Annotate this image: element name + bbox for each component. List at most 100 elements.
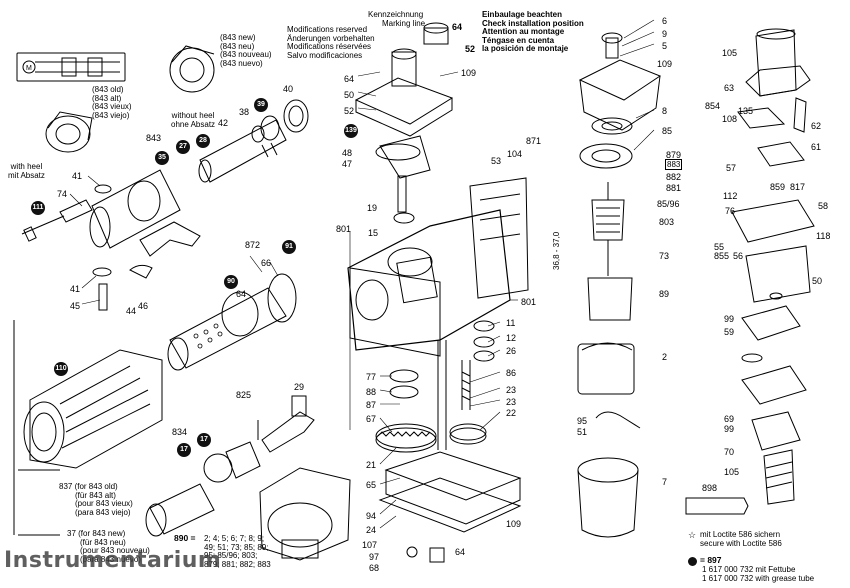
part-number: 8	[662, 106, 668, 116]
part-number-boxed: 883	[665, 159, 683, 170]
part-number: 56	[733, 251, 744, 261]
part-number: 46	[138, 301, 149, 311]
part-number: 855	[714, 251, 730, 261]
part-number: 53	[491, 156, 502, 166]
note-line: 37 (for 843 new)	[67, 529, 126, 538]
note-line: (843 old)	[92, 85, 124, 94]
note-line: (843 viejo)	[92, 110, 130, 120]
part-number: 105	[724, 467, 740, 477]
note-line: (für 843 neu)	[80, 537, 126, 547]
part-number: 109	[657, 59, 673, 69]
grease-part-number: = 897	[700, 555, 722, 565]
part-number: 38	[239, 107, 250, 117]
note-line: Marking line	[382, 18, 426, 28]
note-line: Modifications réservées	[287, 42, 372, 52]
part-number: 15	[368, 228, 379, 238]
part-number: 85/96	[657, 199, 680, 209]
part-number: 9	[662, 29, 668, 39]
part-837-note: 837 (for 843 old) (für 843 alt) (pour 84…	[59, 482, 133, 517]
part-number: 89	[659, 289, 670, 299]
note-line: Einbaulage beachten	[482, 10, 563, 19]
part-number: 871	[526, 136, 542, 146]
note-line: (843 nuevo)	[220, 58, 263, 68]
part-number: 45	[70, 301, 81, 311]
part-number: 44	[126, 306, 137, 316]
ring-new-note: (843 new) (843 neu) (843 nouveau) (843 n…	[220, 33, 272, 68]
part-number: 825	[236, 390, 252, 400]
part-number: 57	[726, 163, 737, 173]
part-number: 112	[723, 191, 738, 201]
part-number: 5	[662, 41, 668, 51]
part-number: 881	[666, 183, 682, 193]
note-line: (843 vieux)	[92, 102, 132, 112]
part-number: 87	[366, 400, 377, 410]
part-number: 872	[245, 240, 261, 250]
note-line: without heel	[171, 111, 215, 120]
part-number: 50	[344, 90, 355, 100]
part-badge: 39	[254, 98, 268, 112]
part-890-label: 890 =	[174, 533, 196, 543]
part-number: 40	[283, 84, 294, 94]
part-number: 104	[507, 149, 523, 159]
note-line: mit Loctite 586 sichern	[700, 530, 781, 539]
part-number: 95	[577, 416, 588, 426]
dimension-label: 36,8 - 37,0	[552, 231, 561, 270]
part-number: 76	[725, 206, 736, 216]
part-number: 107	[362, 540, 378, 550]
part-number: 801	[336, 224, 352, 234]
note-line: 879; 881; 882; 883	[204, 559, 271, 569]
part-number: 99	[724, 314, 735, 324]
part-number: 23	[506, 385, 517, 395]
part-number: 42	[218, 118, 229, 128]
grease-note: 1 617 000 732 mit Fettube 1 617 000 732 …	[702, 565, 815, 583]
part-number: 61	[811, 142, 822, 152]
part-number: 23	[506, 397, 517, 407]
part-badge: 139	[344, 124, 358, 138]
part-number: 52	[344, 106, 355, 116]
watermark: Instrumentarium	[4, 548, 222, 573]
part-number: 74	[57, 189, 68, 199]
note-line: 1 617 000 732 with grease tube	[702, 573, 815, 583]
part-badge: 111	[31, 201, 45, 215]
part-number: 41	[70, 284, 81, 294]
part-badge: 35	[155, 151, 169, 165]
part-badge: 17	[197, 433, 211, 447]
part-number: 67	[366, 414, 377, 424]
part-number: 29	[294, 382, 305, 392]
note-line: Kennzeichnung	[368, 10, 424, 19]
note-line: 95; 85/96; 803;	[204, 551, 258, 561]
part-number: 70	[724, 447, 735, 457]
star-icon: ☆	[688, 530, 697, 540]
part-number: 88	[366, 387, 377, 397]
part-890-list: 2; 4; 5; 6; 7; 8; 9; 49; 51; 73; 85; 89;…	[204, 534, 271, 569]
part-37-note: 37 (for 843 new) (für 843 neu) (pour 843…	[67, 529, 150, 564]
part-number: 109	[506, 519, 522, 529]
part-badge: 17	[177, 443, 191, 457]
part-number: 834	[172, 427, 188, 437]
part-number: 64	[236, 289, 247, 299]
part-badge: 110	[54, 362, 68, 376]
part-number: 7	[662, 477, 668, 487]
part-number: 63	[724, 83, 735, 93]
note-line: Téngase en cuenta	[482, 35, 555, 45]
note-line: Modifications reserved	[287, 25, 368, 34]
ring-old-note: (843 old) (843 alt) (843 vieux) (843 vie…	[92, 85, 132, 120]
part-number: 94	[366, 511, 377, 521]
part-number: 21	[366, 460, 377, 470]
part-badge: 90	[224, 275, 238, 289]
part-number: 859	[770, 182, 786, 192]
part-number: 109	[461, 68, 477, 78]
part-number: 52	[465, 44, 476, 54]
loctite-note: mit Loctite 586 sichern secure with Loct…	[686, 530, 782, 548]
part-number: 11	[506, 318, 516, 328]
note-line: ohne Absatz	[171, 119, 216, 129]
part-number: 58	[818, 201, 829, 211]
part-badge: 91	[282, 240, 296, 254]
part-number: 817	[790, 182, 806, 192]
part-number: 86	[506, 368, 517, 378]
note-line: mit Absatz	[8, 170, 45, 180]
part-number: 99	[724, 424, 735, 434]
part-number: 59	[724, 327, 735, 337]
part-number: 6	[662, 16, 668, 26]
